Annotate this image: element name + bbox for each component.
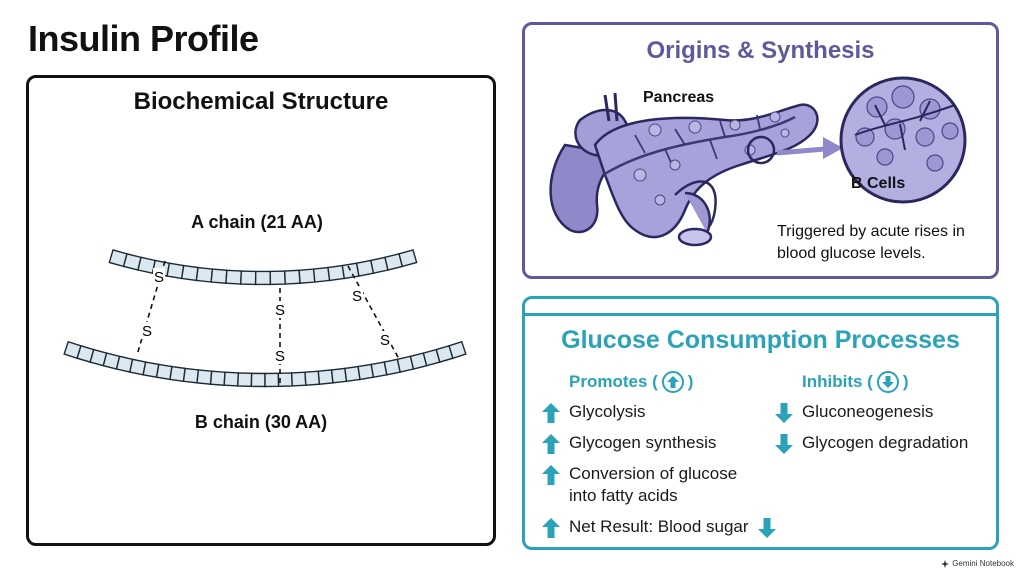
biochemical-structure-panel: Biochemical Structure S S S S S S A chain (21… [26, 75, 496, 546]
up-arrow-icon [542, 434, 560, 454]
trigger-description: Triggered by acute rises in blood glucos… [777, 223, 965, 262]
glucose-processes-panel: Glucose Consumption Processes Promotes (… [522, 296, 999, 550]
residue-segment [210, 268, 228, 284]
residue-segment [250, 372, 266, 388]
insulin-chain-diagram: S S S S S S [63, 249, 467, 388]
residue-segment [223, 371, 240, 387]
b-chain-label: B chain (30 AA) [194, 412, 328, 432]
residue-segment [264, 372, 280, 388]
residue-segment [283, 269, 301, 285]
residue-segment [312, 266, 331, 283]
residue-segment [290, 371, 307, 387]
residue-segment [195, 266, 214, 283]
residue-segment [254, 270, 272, 286]
a-chain-label: A chain (21 AA) [191, 212, 323, 232]
residue-segment [330, 367, 348, 384]
residue-segment [317, 369, 334, 385]
sulfur-label: S [352, 288, 362, 305]
origins-panel: Origins & Synthesis [522, 22, 999, 279]
residue-segment [304, 370, 321, 386]
down-arrow-icon [876, 371, 899, 393]
sulfur-label: S [154, 269, 164, 286]
residue-segment [166, 262, 185, 280]
up-arrow-icon [542, 465, 560, 485]
net-result: Net Result: Blood sugar [541, 516, 777, 539]
promotes-heading: Promotes ( ) [569, 371, 694, 393]
structure-title: Biochemical Structure [133, 88, 389, 115]
panel-divider [525, 313, 996, 316]
down-arrow-icon [757, 518, 776, 538]
page-title: Insulin Profile [28, 18, 259, 59]
residue-segment [240, 270, 257, 286]
residue-segment [237, 372, 253, 388]
down-arrow-icon [775, 434, 793, 454]
residue-segment [196, 369, 213, 385]
disulfide-bond [136, 260, 166, 356]
up-arrow-icon [542, 518, 560, 538]
promotes-item: Glycolysis [541, 401, 646, 424]
residue-segment [327, 264, 346, 282]
residue-segment [180, 264, 199, 282]
promotes-item: Glycogen synthesis [541, 432, 716, 455]
residue-segment [398, 249, 418, 268]
inhibits-item: Glycogen degradation [774, 432, 968, 455]
residue-segment [155, 363, 173, 381]
sulfur-label: S [275, 348, 285, 365]
residue-segment [448, 340, 467, 360]
residue-segment [182, 367, 200, 384]
sulfur-label: S [142, 323, 152, 340]
pancreas-label: Pancreas [643, 89, 715, 106]
sparkle-icon [941, 559, 950, 568]
residue-segment [169, 365, 186, 383]
residue-segment [225, 269, 243, 285]
origins-title: Origins & Synthesis [646, 37, 875, 64]
up-arrow-icon [542, 403, 560, 423]
inhibits-item: Gluconeogenesis [774, 401, 933, 424]
down-arrow-icon [775, 403, 793, 423]
residue-segment [269, 270, 286, 286]
residue-segment [209, 370, 226, 386]
up-arrow-icon [661, 371, 684, 393]
inhibits-heading: Inhibits ( ) [802, 371, 909, 393]
pancreas-illustration [549, 76, 967, 247]
b-chain [63, 340, 467, 388]
promotes-item: Conversion of glucose into fatty acids [541, 463, 761, 507]
sulfur-label: S [380, 332, 390, 349]
residue-segment [298, 268, 316, 284]
glucose-title: Glucose Consumption Processes [561, 326, 960, 354]
b-cells-label: B Cells [851, 175, 906, 192]
sulfur-label: S [275, 302, 285, 319]
disulfide-bond [347, 265, 400, 360]
footer-brand: Gemini Notebook [941, 559, 1014, 568]
